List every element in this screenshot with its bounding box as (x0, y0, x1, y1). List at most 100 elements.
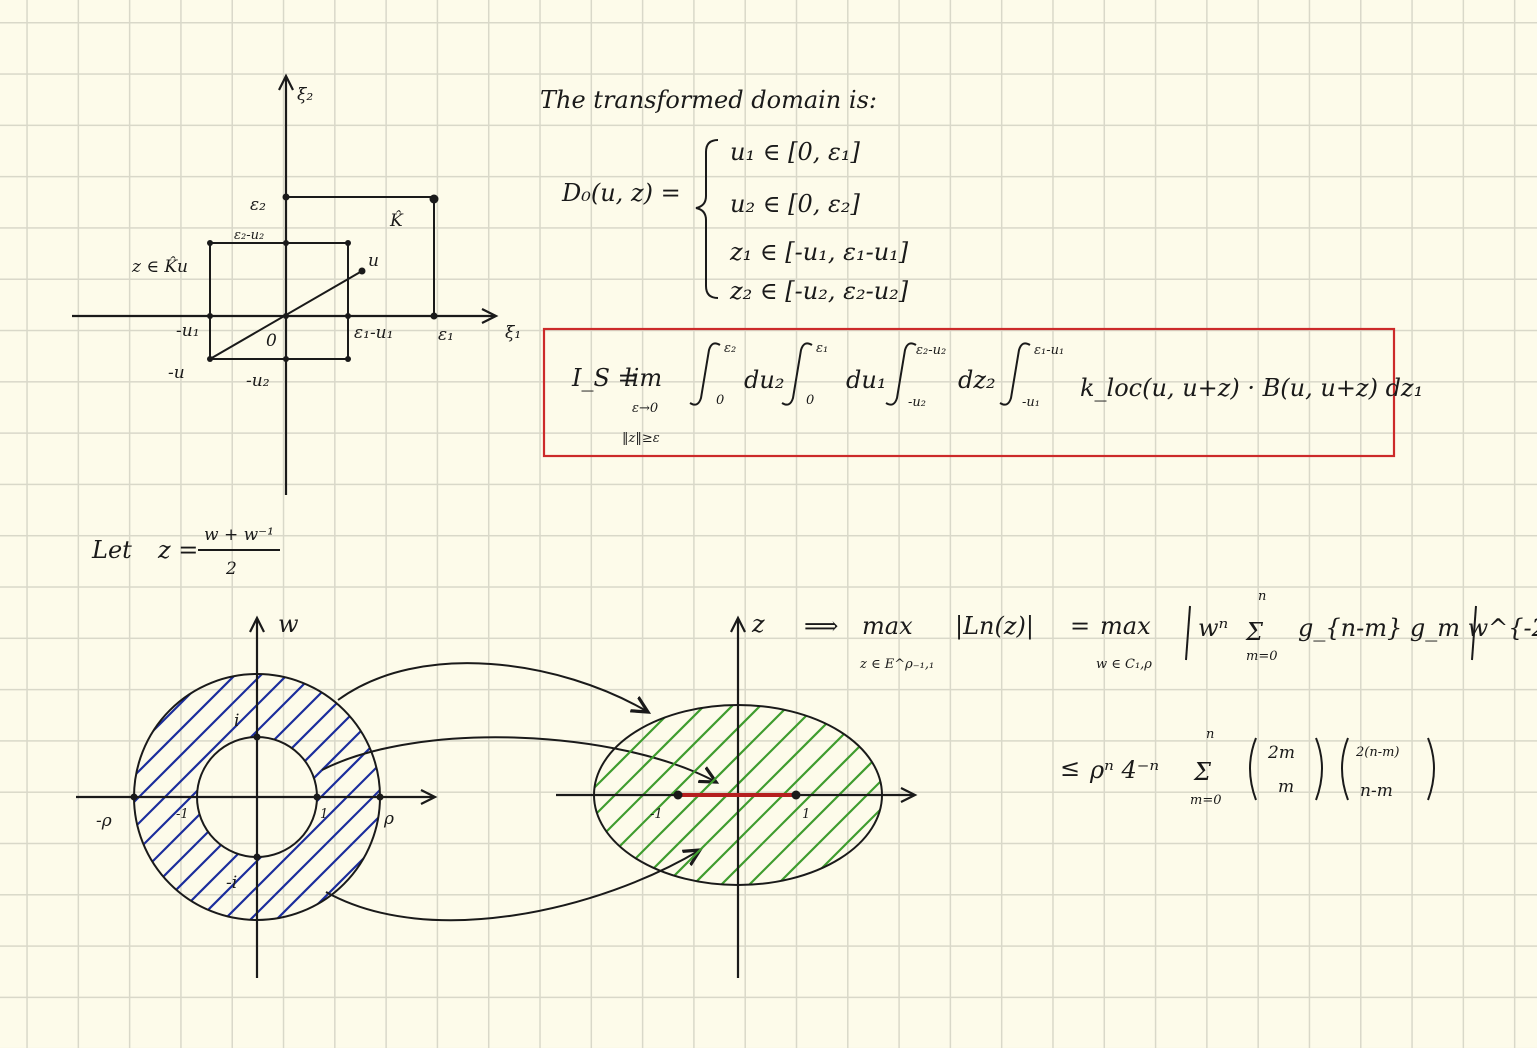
neg-one-label: -1 (176, 807, 189, 822)
ellipse-neg-one-label: -1 (650, 807, 663, 822)
khat-label: K̂ (389, 211, 404, 231)
e2-dot (282, 193, 290, 201)
sum1-upper: n (1258, 589, 1266, 604)
int1-var: du₂ (744, 366, 784, 394)
hatch-stroke (213, 674, 380, 920)
equals-sign: = (1070, 612, 1090, 640)
sum1-lower: m=0 (1246, 649, 1278, 664)
hatch-stroke (134, 674, 355, 920)
left-brace-icon (695, 139, 719, 299)
sum1-sigma-icon: Σ (1245, 618, 1264, 646)
e1-minus-u1-label: ε₁-u₁ (354, 323, 393, 343)
ellipse-diagram: z -1 1 (370, 610, 918, 978)
w-power-n: wⁿ (1198, 614, 1228, 642)
int3-var: dz₂ (958, 366, 996, 394)
one-point (791, 790, 801, 800)
one-label: 1 (320, 807, 328, 822)
i-dot (253, 733, 261, 741)
neg-i-dot (253, 853, 261, 861)
binom2-bottom: n-m (1360, 781, 1393, 801)
abs-bar-left (1185, 605, 1191, 661)
leq-sign: ≤ (1060, 754, 1080, 782)
hatch-stroke (187, 674, 380, 920)
z-real-arrowhead-icon (900, 787, 918, 803)
binom1-bottom: m (1278, 777, 1294, 797)
neg-rho-label: -ρ (96, 811, 112, 831)
e1-dot (430, 312, 438, 320)
int4-upper: ε₁-u₁ (1034, 343, 1064, 358)
w-axis-label: w (278, 610, 299, 638)
neg-rho-dot (130, 793, 138, 801)
axis-dot (283, 356, 289, 362)
binom1-top: 2m (1267, 743, 1295, 763)
sum2-sigma-icon: Σ (1193, 758, 1212, 786)
neg-i-label: -i (226, 873, 237, 893)
i-label: i (234, 711, 239, 731)
integral-lhs: I_S = (571, 364, 638, 392)
rho-label: ρ (383, 809, 394, 829)
rho-4-power: ρⁿ 4⁻ⁿ (1089, 756, 1159, 784)
domain-lhs: D₀(u, z) = (561, 179, 681, 207)
transformed-domain: The transformed domain is: D₀(u, z) = u₁… (540, 86, 909, 305)
max2-label: max (1100, 612, 1151, 640)
hatch-stroke (134, 674, 329, 920)
abs-bar-right (1471, 605, 1477, 661)
hatch-stroke (317, 674, 380, 920)
hatch-stroke (134, 674, 303, 920)
fraction-denominator: 2 (225, 559, 237, 579)
corner-dot (207, 240, 213, 246)
neg-one-point (673, 790, 683, 800)
hatch-stroke (789, 705, 882, 885)
axis-dot (283, 240, 289, 246)
u-dot (358, 267, 366, 275)
z-axis-label: z (751, 610, 765, 638)
hatch-stroke (265, 674, 380, 920)
neg-u1-label: -u₁ (176, 321, 200, 341)
integral-sign-icon (781, 342, 813, 406)
z-arrowhead-icon (730, 615, 746, 633)
int2-lower: 0 (806, 393, 814, 408)
map-arrow-outer (337, 662, 648, 712)
w-real-arrowhead-icon (420, 789, 438, 805)
e1-label: ε₁ (438, 325, 454, 345)
xi1-arrowhead-icon (481, 308, 499, 324)
hatch-stroke (134, 674, 173, 920)
xi1-label: ξ₁ (505, 323, 521, 343)
int3-upper: ε₂-u₂ (916, 343, 946, 358)
int1-lower: 0 (716, 393, 724, 408)
hatch-stroke (134, 674, 277, 920)
max1-label: max (862, 612, 913, 640)
e2-label: ε₂ (250, 195, 266, 215)
int2-upper: ε₁ (816, 341, 828, 356)
neg-u-label: -u (168, 363, 185, 383)
abs-ln-z: |Ln(z)| (955, 612, 1034, 641)
khat-u-rectangle (209, 242, 349, 360)
corner-dot (345, 240, 351, 246)
hatch-stroke (594, 705, 693, 885)
neg-u2-label: -u₂ (246, 371, 270, 391)
axis-dot (207, 313, 213, 319)
map-arrow-inner (321, 736, 716, 782)
hatch-stroke (0, 660, 120, 930)
z-in-ku-label: z ∈ K̂u (131, 257, 188, 277)
max1-sub: z ∈ E^ρ₋₁,₁ (859, 657, 934, 672)
origin-dot (283, 313, 289, 319)
binom2-left-paren (1341, 737, 1349, 801)
one-dot (313, 793, 321, 801)
sum2-upper: n (1206, 727, 1214, 742)
integral-frame (542, 327, 1396, 458)
integral-sign-icon (885, 342, 917, 406)
axis-dot (345, 313, 351, 319)
xi2-arrowhead-icon (278, 73, 294, 91)
bound-equations: ⟹ max z ∈ E^ρ₋₁,₁ |Ln(z)| = max w ∈ C₁,ρ… (804, 589, 1537, 808)
e2-minus-u2-label: ε₂-u₂ (234, 228, 264, 243)
domain-heading: The transformed domain is: (540, 86, 877, 114)
condition-z2: z₂ ∈ [-u₂, ε₂-u₂] (729, 277, 909, 305)
lim-sub1: ε→0 (632, 401, 658, 416)
condition-u2: u₂ ∈ [0, ε₂] (730, 190, 860, 218)
hatch-stroke (370, 690, 580, 900)
condition-u1: u₁ ∈ [0, ε₁] (730, 138, 860, 166)
int1-upper: ε₂ (724, 341, 736, 356)
binom2-right-paren (1427, 737, 1435, 801)
